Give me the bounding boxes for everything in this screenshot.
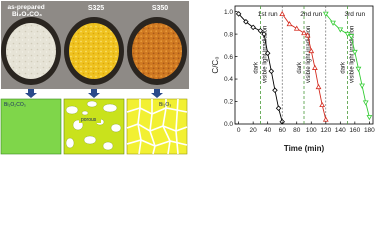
data-point [243,18,249,25]
data-point [301,29,307,36]
x-tick-label: 20 [250,127,258,134]
x-tick-label: 100 [306,127,317,134]
y-tick-label: 0.2 [224,99,233,106]
data-point [330,20,336,26]
boundary-lines [260,6,348,124]
data-point [315,83,322,90]
run-label: 1st run [258,11,278,18]
series-line [281,13,327,120]
y-tick-label: 0.0 [224,121,233,128]
photo-label-1-line1: as-prepared [7,4,44,11]
x-tick-label: 180 [364,127,375,134]
arrow-down-icon [151,89,163,98]
powder-s325 [69,23,119,79]
photo-label-1-line2: Bi₂O₂CO₃ [12,11,42,18]
x-tick-label: 80 [293,127,301,134]
data-point [322,116,329,122]
schematic-panel: Bi₂O₂CO₃ porous Bi₂O₃ [0,98,188,155]
x-tick-label: 60 [279,127,287,134]
series-line [325,13,370,118]
data-point [261,31,267,37]
powder-as-prepared [6,23,56,79]
photo-panel: as-prepared Bi₂O₂CO₃ S325 S350 [1,1,189,89]
data-point [355,66,362,72]
light-label: visible light irradiation [306,26,312,83]
figure: as-prepared Bi₂O₂CO₃ S325 S350 Bi₂O₂CO₃ … [0,1,375,155]
data-point [351,49,358,56]
data-point [257,27,264,34]
arrow-down-icon [88,89,100,98]
series-line [238,13,283,122]
data-point [359,83,365,89]
data-point [319,101,326,108]
light-label: visible light irradiation [350,26,356,83]
dark-label: dark [297,61,303,74]
data-point [286,20,293,27]
y-tick-label: 0.6 [224,54,233,61]
data-point [337,27,344,33]
photo-label-1: as-prepared Bi₂O₂CO₃ [7,4,46,18]
data-point [268,68,275,74]
data-point [366,115,373,121]
x-axis-label: Time (min) [284,144,325,153]
x-tick-label: 0 [237,127,241,134]
series [235,10,373,125]
data-point [272,87,278,94]
dark-label: dark [341,61,347,74]
arrow-down-icon [25,89,37,98]
data-point [235,11,242,17]
data-point [279,10,286,17]
x-tick-label: 120 [320,127,331,134]
data-point [308,47,315,54]
transition-arrows [25,89,163,98]
schematic-label-3: Bi₂O₃ [159,102,171,108]
data-point [304,32,311,38]
y-axis-label: C/C₀ [211,56,220,73]
data-point [362,100,369,106]
data-point [250,24,256,31]
porous-label-bg [79,116,101,123]
x-tick-label: 140 [335,127,346,134]
powder-s350 [132,23,182,79]
data-point [293,25,300,31]
x-tick-label: 40 [264,127,272,134]
run-label: 2nd run [300,11,322,18]
grain-boundaries [126,98,188,155]
run-label: 3rd run [345,11,366,18]
y-tick-label: 1.0 [224,9,233,16]
light-label: visible light irradiation [262,26,268,83]
photo-label-2: S325 [88,5,104,12]
schematic-label-2: porous [81,117,97,123]
data-point [348,34,355,40]
schematic-bi2o2co3 [0,98,62,155]
data-point [322,11,329,17]
y-tick-label: 0.8 [224,31,233,38]
data-point [275,105,282,112]
plot-area [234,5,374,125]
photo-label-3: S350 [152,5,168,12]
data-point [264,50,271,56]
x-tick-label: 160 [349,127,360,134]
data-point [312,64,318,70]
dark-label: dark [253,61,259,74]
schematic-label-1: Bi₂O₂CO₃ [4,102,26,108]
y-tick-label: 0.4 [224,76,233,83]
